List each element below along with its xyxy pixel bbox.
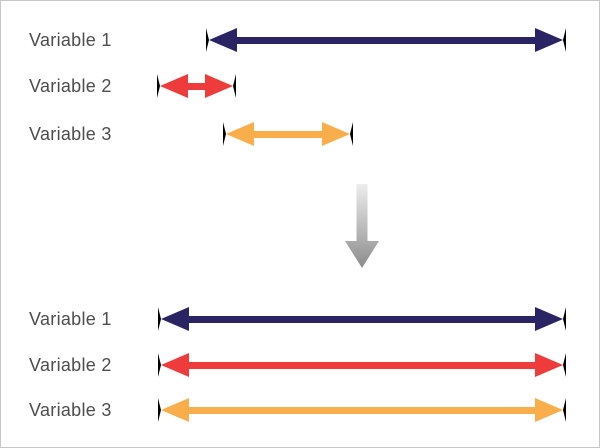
down-arrow-head xyxy=(345,241,379,268)
variable-label: Variable 2 xyxy=(29,76,112,96)
variable-label: Variable 3 xyxy=(29,400,112,420)
arrow-head-right xyxy=(535,307,566,331)
arrow-head-right xyxy=(322,122,353,146)
variable-label: Variable 1 xyxy=(29,309,112,329)
range-arrow xyxy=(223,122,353,146)
arrow-head-right xyxy=(535,398,566,422)
arrow-head-left xyxy=(158,307,189,331)
arrow-shaft xyxy=(189,315,535,323)
arrow-head-left xyxy=(223,122,254,146)
range-arrow xyxy=(158,353,566,377)
arrow-shaft xyxy=(254,130,322,138)
range-arrow xyxy=(157,74,236,98)
arrow-shaft xyxy=(237,36,535,44)
variable-label: Variable 3 xyxy=(29,124,112,144)
arrow-head-right xyxy=(535,28,566,52)
arrow-head-right xyxy=(205,74,236,98)
arrow-head-left xyxy=(158,398,189,422)
down-arrow-icon xyxy=(345,184,379,268)
down-arrow-shaft xyxy=(356,184,368,242)
range-arrow xyxy=(206,28,566,52)
arrow-shaft xyxy=(188,82,205,90)
range-arrow xyxy=(158,307,566,331)
arrow-head-left xyxy=(157,74,188,98)
arrow-shaft xyxy=(189,361,535,369)
arrow-head-left xyxy=(158,353,189,377)
arrow-head-right xyxy=(535,353,566,377)
arrow-shaft xyxy=(189,406,535,414)
variable-label: Variable 2 xyxy=(29,355,112,375)
variable-label: Variable 1 xyxy=(29,30,112,50)
range-arrow xyxy=(158,398,566,422)
arrow-head-left xyxy=(206,28,237,52)
